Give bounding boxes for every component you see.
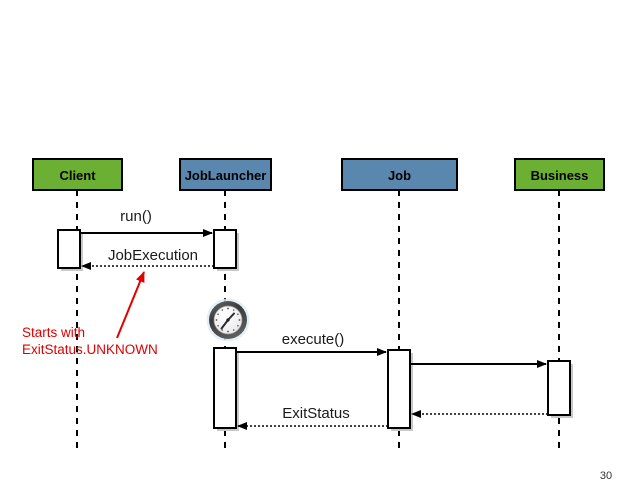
clock-hand-minute (220, 319, 229, 330)
participant-label-joblauncher: JobLauncher (185, 168, 267, 183)
message-label-exitstatus: ExitStatus (282, 405, 350, 422)
participant-box-joblauncher[interactable] (179, 158, 272, 191)
participant-client[interactable]: Client (32, 158, 123, 191)
activation-bars-group (57, 229, 573, 431)
page-number: 30 (600, 470, 612, 482)
participant-box-business[interactable] (514, 158, 605, 191)
participant-box-job[interactable] (341, 158, 458, 191)
exitstatus-note: Starts with ExitStatus.UNKNOWN (22, 271, 158, 357)
activation-bar-joblauncher-1[interactable] (213, 229, 237, 269)
participant-label-client: Client (59, 168, 96, 183)
participant-job[interactable]: Job (341, 158, 458, 191)
message-execute[interactable]: execute() (236, 331, 387, 356)
activation-bar-client[interactable] (57, 229, 81, 269)
note-line-2: ExitStatus.UNKNOWN (22, 342, 158, 357)
message-jobexecution[interactable]: JobExecution (81, 247, 214, 270)
participant-box-client[interactable] (32, 158, 123, 191)
clock-ticks (215, 307, 241, 333)
participant-business[interactable]: Business (514, 158, 605, 191)
clock-center-pin (226, 318, 230, 322)
note-line-1: Starts with (22, 325, 85, 340)
participant-label-job: Job (388, 168, 411, 183)
message-exitstatus[interactable]: ExitStatus (237, 405, 388, 430)
activation-bar-job[interactable] (387, 349, 411, 429)
activation-bar-business[interactable] (547, 360, 571, 416)
timer-clock-icon (206, 298, 250, 342)
participant-joblauncher[interactable]: JobLauncher (179, 158, 272, 191)
participant-label-business: Business (531, 168, 589, 183)
message-label-run: run() (120, 208, 152, 225)
message-label-jobexecution: JobExecution (108, 247, 198, 264)
activation-bar-joblauncher-2[interactable] (213, 347, 237, 429)
message-label-execute: execute() (282, 331, 345, 348)
note-arrow (116, 271, 145, 339)
message-run[interactable]: run() (80, 208, 213, 237)
